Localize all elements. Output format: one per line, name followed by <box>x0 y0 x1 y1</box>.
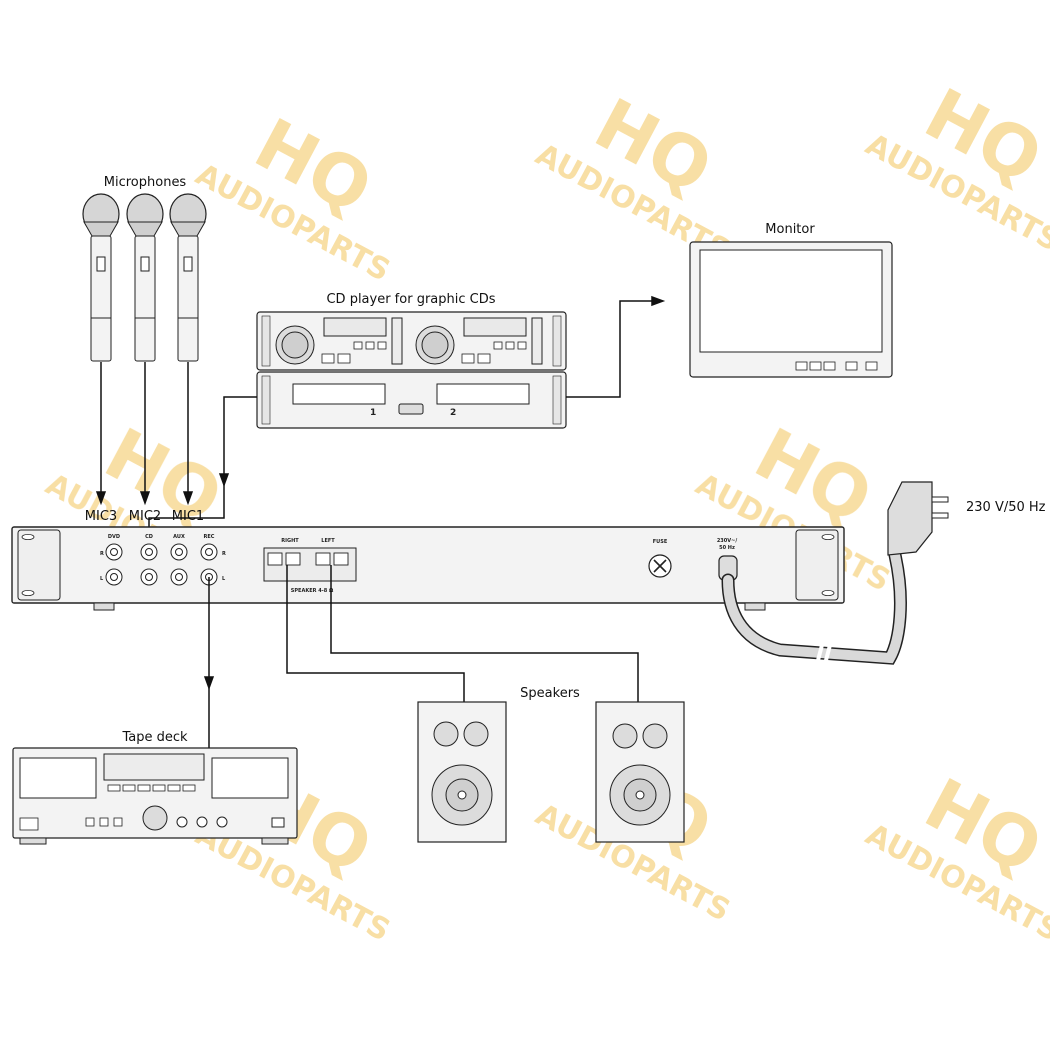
mic-cables <box>95 362 194 506</box>
panel-label-dvd: DVD <box>108 534 120 540</box>
panel-label-mains-hz: 50 Hz <box>719 545 735 551</box>
amplifier-rear-panel: DVD CD AUX REC R L R L RIGHT LEFT SPEAKE… <box>11 526 845 611</box>
label-microphones: Microphones <box>104 175 187 190</box>
speaker-left <box>417 701 507 843</box>
cable-amp-to-speakers <box>286 565 639 702</box>
cable-cd-to-monitor <box>566 295 666 398</box>
hq-watermark-logo: HQ AUDIOPARTS <box>530 83 736 269</box>
panel-label-speaker: SPEAKER 4-8 Ω <box>291 588 334 594</box>
cable-amp-to-tape-deck <box>203 577 215 748</box>
hq-watermark-logo: HQ AUDIOPARTS <box>860 763 1050 949</box>
microphone-2 <box>126 193 164 362</box>
power-plug-icon <box>887 481 949 556</box>
panel-label-r-right: R <box>222 551 226 557</box>
label-mic2: MIC2 <box>129 509 161 524</box>
microphone-1 <box>169 193 207 362</box>
panel-label-r: R <box>100 551 104 557</box>
microphone-3 <box>82 193 120 362</box>
hq-watermark-logo: HQ AUDIOPARTS <box>860 73 1050 259</box>
panel-label-l-right: L <box>222 576 226 582</box>
panel-label-mains: 230V~/ <box>717 538 737 544</box>
panel-label-l: L <box>100 576 104 582</box>
cd-player-control-unit <box>256 311 567 371</box>
monitor <box>689 241 893 378</box>
cd-player-drive-unit: 1 2 <box>256 371 567 429</box>
panel-label-left: LEFT <box>321 538 335 544</box>
panel-label-rec: REC <box>204 534 215 540</box>
cd-deck-1-number: 1 <box>370 408 376 418</box>
label-monitor: Monitor <box>765 222 815 237</box>
hq-watermark-logo: HQ AUDIOPARTS <box>190 103 396 289</box>
label-cd-player: CD player for graphic CDs <box>326 292 495 307</box>
speaker-right <box>595 701 685 843</box>
power-cable <box>721 548 907 669</box>
cd-deck-2-number: 2 <box>450 408 456 418</box>
panel-label-right: RIGHT <box>281 538 299 544</box>
label-mic1: MIC1 <box>172 509 204 524</box>
tape-deck <box>12 747 298 845</box>
panel-label-aux: AUX <box>173 534 185 540</box>
panel-label-fuse: FUSE <box>653 539 668 545</box>
label-speakers: Speakers <box>520 686 580 701</box>
panel-label-cd: CD <box>145 534 153 540</box>
label-tape-deck: Tape deck <box>121 730 188 745</box>
label-power: 230 V/50 Hz <box>966 500 1046 515</box>
label-mic3: MIC3 <box>85 509 117 524</box>
